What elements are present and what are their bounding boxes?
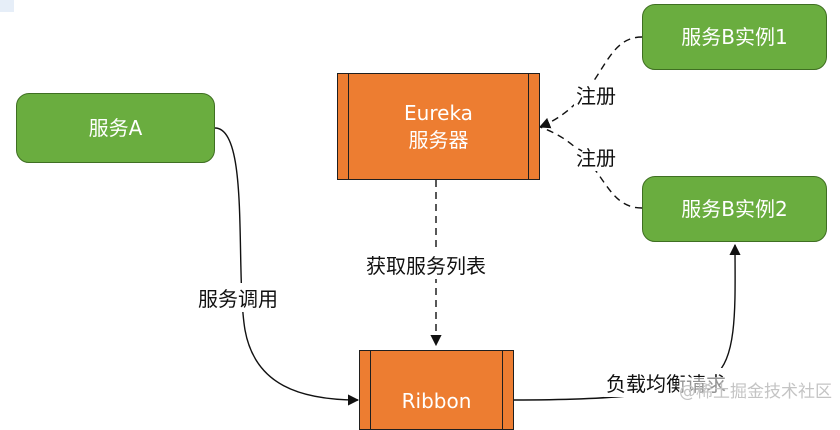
eureka-right-bar bbox=[528, 74, 529, 179]
diagram-connectors bbox=[214, 36, 741, 406]
eureka-server-node: Eureka 服务器 bbox=[337, 73, 540, 180]
ribbon-right-bar bbox=[502, 351, 503, 429]
corner-mark bbox=[0, 0, 14, 12]
eureka-label-line2: 服务器 bbox=[408, 127, 469, 152]
fetch-list-label: 获取服务列表 bbox=[364, 250, 488, 279]
instance-b2-label: 服务B实例2 bbox=[681, 196, 788, 221]
ribbon-left-bar bbox=[370, 351, 371, 429]
service-a-label: 服务A bbox=[88, 115, 143, 140]
eureka-label-line1: Eureka bbox=[404, 100, 473, 125]
service-a-node: 服务A bbox=[16, 93, 215, 163]
register-connector-1 bbox=[538, 36, 643, 129]
instance-b1-label: 服务B实例1 bbox=[681, 24, 788, 49]
eureka-label: Eureka 服务器 bbox=[404, 100, 473, 154]
register-connector-2 bbox=[539, 126, 643, 209]
ribbon-label: Ribbon bbox=[401, 389, 472, 413]
instance-b2-node: 服务B实例2 bbox=[642, 176, 827, 242]
register-label-1: 注册 bbox=[574, 80, 618, 109]
register-label-2: 注册 bbox=[574, 142, 618, 171]
service-call-connector bbox=[214, 127, 360, 406]
service-call-label: 服务调用 bbox=[196, 283, 280, 312]
instance-b1-node: 服务B实例1 bbox=[642, 4, 827, 70]
ribbon-node: Ribbon bbox=[359, 350, 514, 430]
watermark: @稀土掘金技术社区 bbox=[679, 377, 832, 402]
eureka-left-bar bbox=[348, 74, 349, 179]
